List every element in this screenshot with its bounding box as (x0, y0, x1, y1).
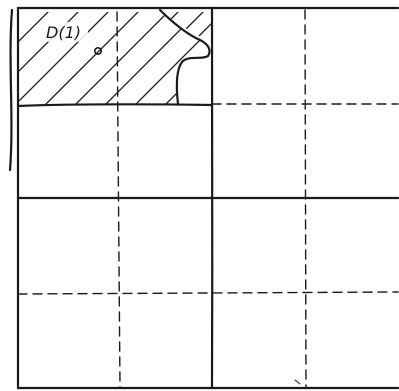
dashed-vertical-line (305, 10, 306, 388)
region-boundary (160, 10, 210, 104)
region-base-line (18, 104, 212, 106)
point-marker (95, 48, 101, 54)
dashed-horizontal-line (18, 292, 398, 294)
stray-mark (295, 380, 300, 384)
dashed-vertical-line (117, 12, 120, 388)
solid-grid-lines (18, 8, 398, 388)
region-label: D(1) (46, 23, 81, 42)
shaded-region: D(1) (0, 0, 270, 110)
